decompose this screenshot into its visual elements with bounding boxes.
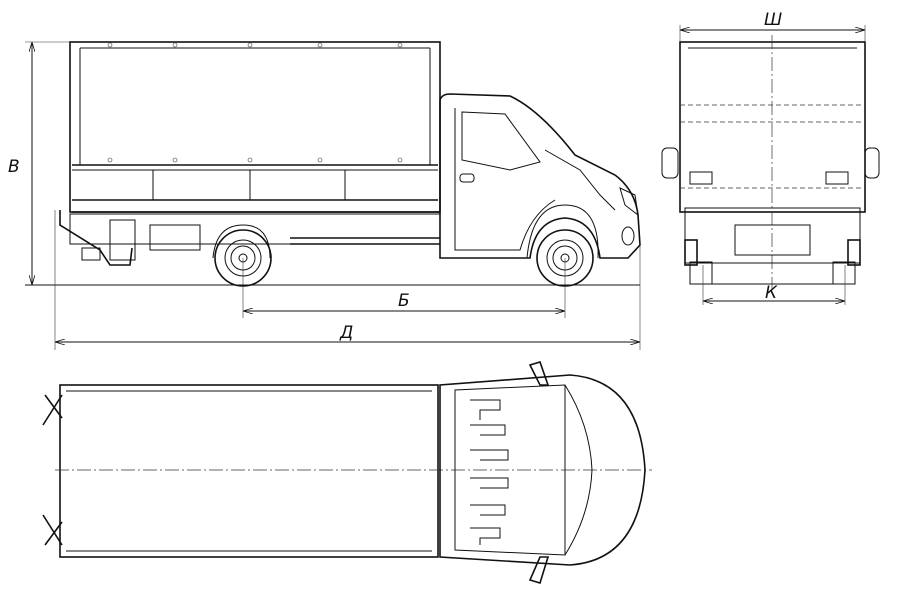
top-cab	[439, 374, 646, 566]
right-mirror	[864, 147, 880, 179]
top-mirror-left	[528, 361, 550, 386]
length-label: Д	[339, 323, 353, 343]
canopy-frame	[69, 41, 441, 213]
side-view: В Б Д	[8, 41, 641, 350]
wheelbase-label: Б	[398, 291, 410, 311]
height-label: В	[8, 157, 20, 177]
top-body	[59, 384, 439, 558]
top-mirror-right	[528, 556, 550, 584]
rear-body	[679, 41, 866, 213]
rear-view: Ш К	[661, 10, 880, 305]
cab-window	[461, 111, 541, 171]
top-view	[42, 361, 652, 584]
cab-outline	[439, 93, 641, 259]
width-label: Ш	[764, 10, 782, 30]
left-mirror	[661, 147, 679, 179]
track-label: К	[765, 283, 778, 303]
